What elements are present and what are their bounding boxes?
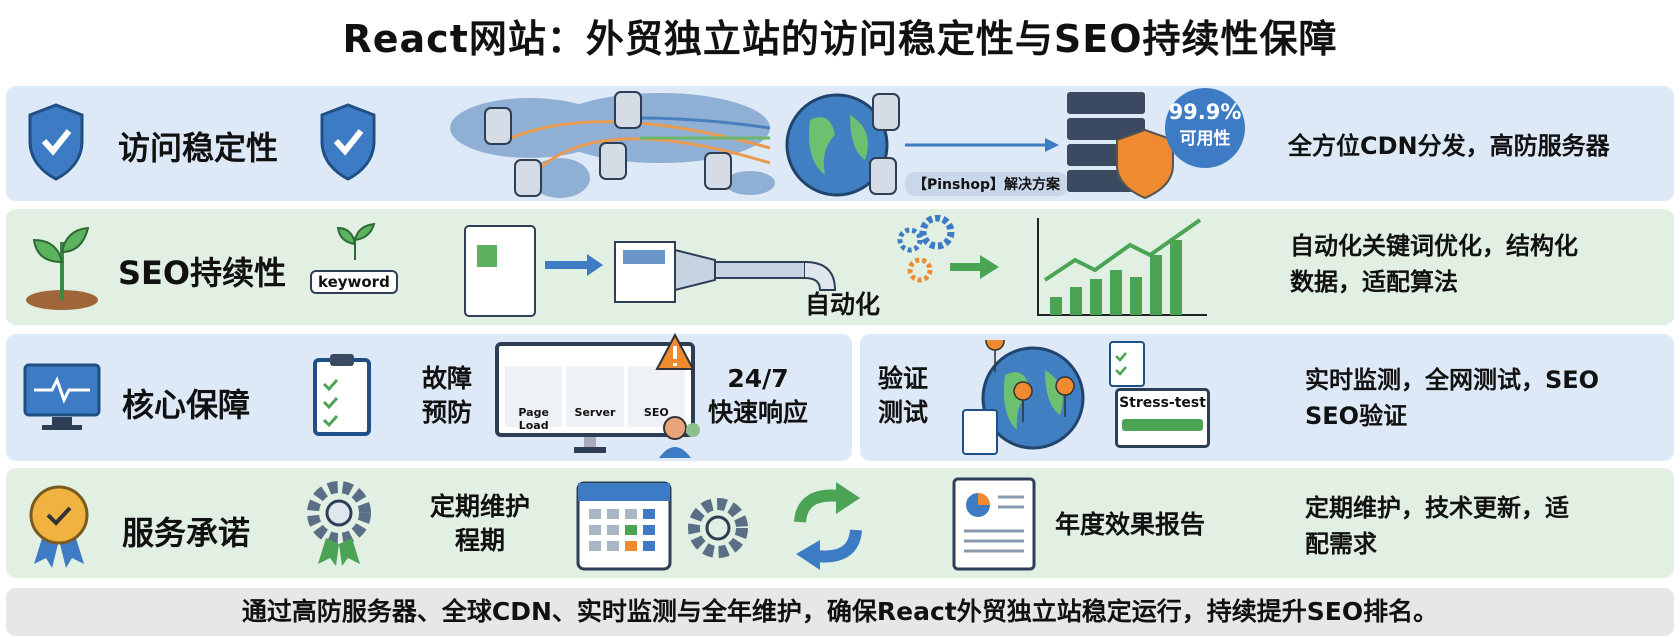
globe-icon [785, 93, 900, 197]
annual-report-icon [952, 477, 1036, 571]
text-line: 测试 [878, 398, 929, 427]
monitor-stand-icon [574, 437, 606, 453]
row-label: 访问稳定性 [118, 129, 279, 167]
pinshop-tag: 【Pinshop】解决方案 [905, 172, 1068, 196]
maintenance-label: 定期维护程期 [430, 490, 530, 558]
sprout-icon [336, 222, 376, 260]
desc-line: 配需求 [1305, 530, 1377, 558]
content-pipeline-icon [464, 225, 837, 317]
row-core-guarantee-left [6, 334, 852, 461]
fault-prevention-label: 故障预防 [422, 362, 472, 430]
page-load-panel: Page Load [505, 366, 563, 432]
uptime-value: 99.9% [1168, 100, 1242, 124]
server-shield-icon [1067, 92, 1174, 200]
text-line: 故障 [422, 364, 473, 393]
support-agent-icon [659, 416, 700, 458]
automation-label: 自动化 [805, 290, 881, 319]
clipboard-checklist-icon [313, 354, 371, 436]
page-title: React网站：外贸独立站的访问稳定性与SEO持续性保障 [342, 17, 1338, 61]
monitor-dashboard: Page Load Server SEO [495, 342, 695, 437]
shield-check-icon [320, 103, 376, 181]
desc-line: SEO验证 [1305, 402, 1408, 430]
shield-check-icon [28, 103, 84, 181]
gears-arrow-icon [897, 215, 999, 283]
row-description: 实时监测，全网测试，SEO SEO验证 [1305, 362, 1599, 434]
text-line: 程期 [455, 526, 506, 555]
desc-line: 定期维护，技术更新，适 [1305, 494, 1569, 522]
growth-chart-icon [1037, 218, 1207, 316]
uptime-badge: 99.9% 可用性 [1165, 88, 1245, 168]
verification-test-label: 验证测试 [878, 362, 928, 430]
row-label: 核心保障 [122, 386, 251, 424]
row-label: SEO持续性 [118, 254, 287, 292]
row-label: 服务承诺 [122, 514, 251, 552]
uptime-label: 可用性 [1179, 129, 1231, 149]
arrow-right-icon [905, 138, 1059, 152]
stress-test-laptop: Stress-test [1115, 388, 1210, 448]
row-description: 定期维护，技术更新，适配需求 [1305, 490, 1569, 562]
row-description: 自动化关键词优化，结构化数据，适配算法 [1290, 228, 1578, 300]
calendar-icon [576, 481, 672, 571]
globe-location-pins-icon [962, 340, 1085, 455]
award-ribbon-icon [29, 485, 89, 568]
plant-sprout-icon [26, 226, 98, 310]
refresh-arrows-icon [794, 482, 862, 570]
text-line: 定期维护 [430, 492, 531, 521]
desc-line: 实时监测，全网测试，SEO [1305, 366, 1600, 394]
desc-line: 自动化关键词优化，结构化 [1290, 232, 1578, 260]
desc-line: 数据，适配算法 [1290, 268, 1458, 296]
gear-icon [688, 498, 748, 558]
text-line: 验证 [878, 364, 929, 393]
warning-icon [655, 333, 695, 370]
clipboard-icon [1109, 341, 1145, 387]
text-line: 24/7 [727, 364, 789, 393]
world-map-cdn-icon [450, 91, 775, 198]
stress-test-label: Stress-test [1119, 395, 1206, 411]
keyword-tag: keyword [310, 270, 398, 294]
text-line: 预防 [422, 398, 473, 427]
text-line: 快速响应 [708, 398, 809, 427]
row-seo-sustainability [6, 209, 1674, 325]
rapid-response-label: 24/7 快速响应 [708, 362, 808, 430]
stress-test-progress [1122, 419, 1203, 431]
monitor-heartbeat-icon [23, 363, 101, 430]
row-description: 全方位CDN分发，高防服务器 [1288, 132, 1610, 160]
server-panel: Server [566, 366, 624, 427]
annual-report-label: 年度效果报告 [1055, 510, 1206, 539]
footer-summary: 通过高防服务器、全球CDN、实时监测与全年维护，确保React外贸独立站稳定运行… [6, 588, 1674, 636]
gear-badge-icon [307, 481, 371, 566]
